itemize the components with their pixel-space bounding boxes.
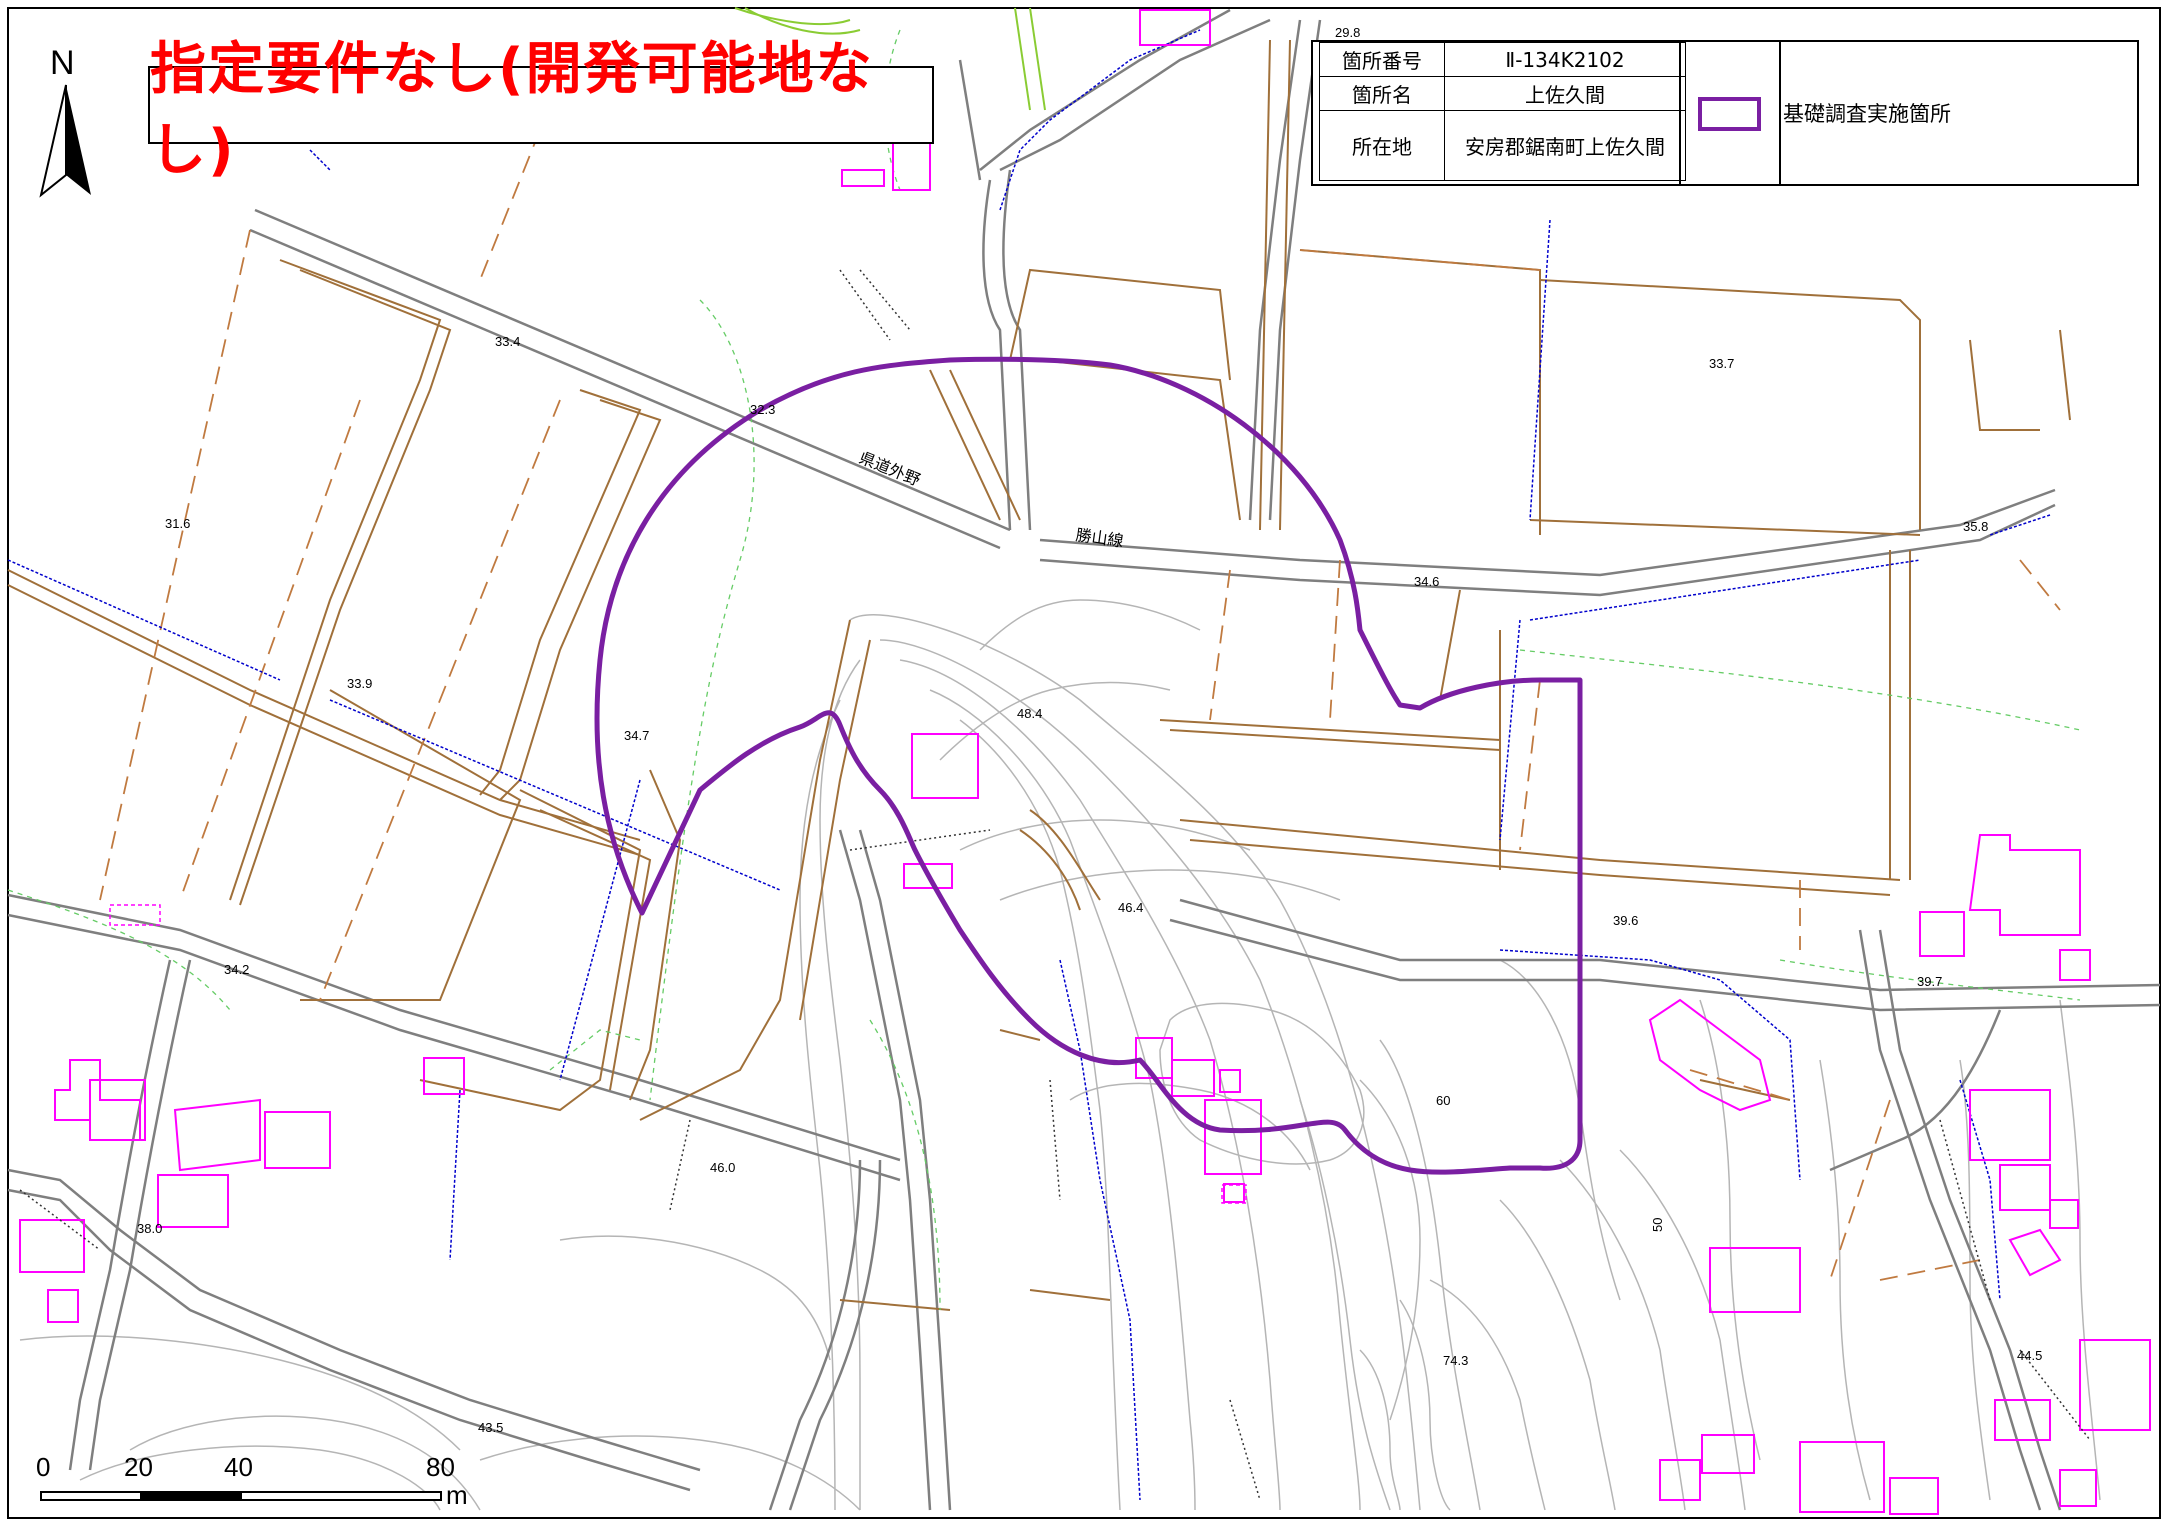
- info-table: 箇所番号 Ⅱ-134K2102 箇所名 上佐久間 所在地 安房郡鋸南町上佐久間 …: [1311, 40, 2139, 186]
- row2-value: 上佐久間: [1444, 76, 1686, 111]
- row1-label: 箇所番号: [1319, 42, 1445, 77]
- elev-12: 39.7: [1917, 974, 1942, 989]
- survey-boundary: [594, 356, 1583, 1175]
- elev-14: 34.2: [224, 962, 249, 977]
- row3-value: 安房郡鋸南町上佐久間: [1444, 110, 1686, 181]
- elev-4: 31.6: [165, 516, 190, 531]
- elev-9: 33.7: [1709, 356, 1734, 371]
- elev-2: 33.4: [495, 334, 520, 349]
- elev-15: 46.0: [710, 1160, 735, 1175]
- divider-1: [1679, 42, 1681, 184]
- parcel-boundaries: [7, 39, 2071, 1311]
- title-box: 指定要件なし(開発可能地なし): [148, 37, 934, 183]
- road-name-2: 勝山線: [1074, 525, 1124, 550]
- buildings: [19, 9, 2151, 1515]
- row2-label: 箇所名: [1319, 76, 1445, 111]
- elev-17: 50: [1650, 1218, 1665, 1232]
- legend-swatch: [1698, 97, 1761, 131]
- elev-1: 29.8: [1335, 25, 1360, 40]
- north-arrow-icon: [39, 84, 91, 198]
- elev-20: 74.3: [1443, 1353, 1468, 1368]
- elev-13: 46.4: [1118, 900, 1143, 915]
- scale-bar-graphic: [40, 1491, 442, 1501]
- elev-3: 32.3: [750, 402, 775, 417]
- parcel-dashed: [99, 129, 2061, 1281]
- elev-19: 43.5: [478, 1420, 503, 1435]
- divider-2: [1779, 42, 1781, 184]
- elev-6: 34.7: [624, 728, 649, 743]
- elev-18: 38.0: [137, 1221, 162, 1236]
- roads: [7, 8, 2161, 1511]
- scale-tick-80: 80: [426, 1452, 455, 1482]
- map-frame: [7, 7, 2161, 1519]
- info-grid: 箇所番号 Ⅱ-134K2102 箇所名 上佐久間 所在地 安房郡鋸南町上佐久間: [1319, 42, 1686, 181]
- buildings-dashed: [109, 904, 1247, 1204]
- north-label: N: [50, 44, 75, 82]
- elev-21: 44.5: [2017, 1348, 2042, 1363]
- row3-label: 所在地: [1319, 110, 1445, 181]
- elev-10: 35.8: [1963, 519, 1988, 534]
- elev-5: 33.9: [347, 676, 372, 691]
- row1-value: Ⅱ-134K2102: [1444, 42, 1686, 77]
- embankments: [19, 269, 2091, 1501]
- scale-tick-0: 0: [36, 1452, 51, 1482]
- elev-11: 39.6: [1613, 913, 1638, 928]
- page-title: 指定要件なし(開発可能地なし): [150, 37, 874, 183]
- elev-8: 34.6: [1414, 574, 1439, 589]
- scale-tick-20: 20: [124, 1452, 153, 1482]
- scale-unit: m: [446, 1480, 468, 1510]
- elev-7: 48.4: [1017, 706, 1042, 721]
- elev-16: 60: [1436, 1093, 1450, 1108]
- contour-lines: [19, 599, 2101, 1511]
- cliff-lines: [7, 29, 2051, 1501]
- scale-tick-40: 40: [224, 1452, 253, 1482]
- river-lines: [734, 7, 1046, 111]
- road-name-1: 県道外野: [857, 448, 923, 490]
- legend-label: 基礎調査実施箇所: [1783, 102, 1951, 126]
